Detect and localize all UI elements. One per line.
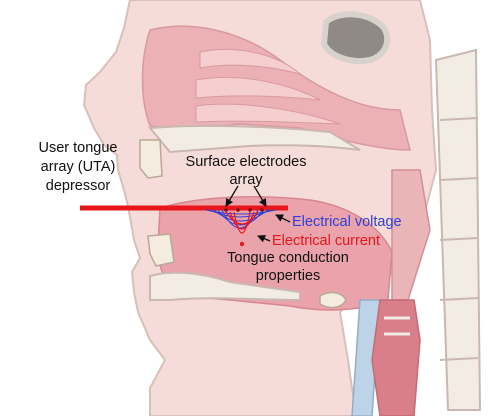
epiglottis bbox=[320, 293, 346, 308]
spine bbox=[436, 50, 480, 410]
uta-label-line-2: array (UTA) bbox=[41, 159, 116, 175]
uta-label-line-1: User tongue bbox=[39, 140, 118, 156]
current-label: Electrical current bbox=[272, 233, 380, 249]
voltage-label: Electrical voltage bbox=[292, 214, 402, 230]
upper-teeth bbox=[140, 140, 162, 178]
electrodes-label-line-1: Surface electrodes bbox=[186, 154, 307, 170]
conduction-label-line-1: Tongue conduction bbox=[227, 250, 349, 266]
conduction-label-line-2: properties bbox=[256, 268, 320, 284]
electrodes-label-line-2: array bbox=[229, 172, 263, 188]
sinus-cavity bbox=[324, 14, 387, 61]
uta-label-line-3: depressor bbox=[46, 178, 111, 194]
